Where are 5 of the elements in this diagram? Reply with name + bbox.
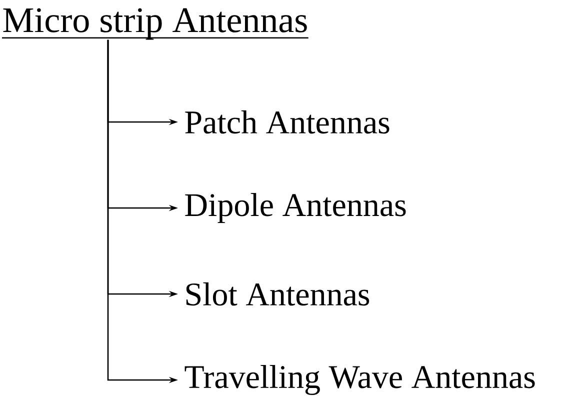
branch-label: Patch Antennas [185, 110, 390, 134]
title-heading: Micro strip Antennas [2, 8, 308, 40]
branch-label: Travelling Wave Antennas [184, 365, 535, 396]
branch-label: Slot Antennas [186, 282, 370, 306]
branch-label: Dipole Antennas [185, 193, 406, 223]
